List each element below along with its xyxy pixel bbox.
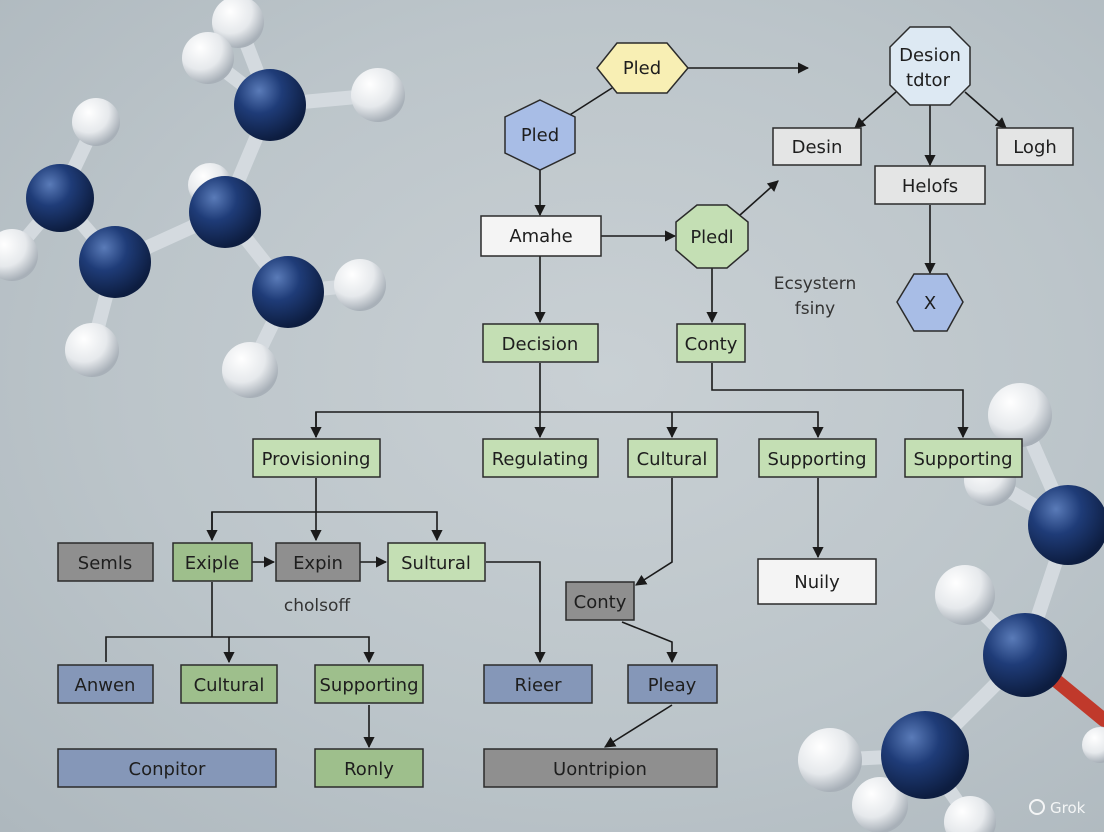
- node-provisioning: Provisioning: [252, 438, 381, 478]
- node-supporting-a: Supporting: [758, 438, 877, 478]
- node-uontripion-label: Uontripion: [553, 759, 647, 780]
- node-supporting-b: Supporting: [904, 438, 1023, 478]
- node-regulating: Regulating: [482, 438, 599, 478]
- node-x-label: X: [924, 293, 936, 314]
- node-pledl-label: Pledl: [690, 227, 733, 248]
- node-expin-label: Expin: [293, 553, 343, 574]
- node-conty-mid: Conty: [565, 581, 635, 621]
- node-conty-mid-label: Conty: [574, 592, 627, 613]
- ecosystem-text-line1: Ecsystern: [774, 274, 856, 294]
- node-nuily-label: Nuily: [794, 572, 840, 593]
- node-nuily: Nuily: [757, 558, 877, 605]
- cholsoff-text: cholsoff: [284, 596, 352, 616]
- node-conpitor: Conpitor: [57, 748, 277, 788]
- nodes: Pled Pled Amahe Pledl Desion tdtor Desin…: [57, 26, 1074, 788]
- node-cultural-low: Cultural: [180, 664, 278, 704]
- node-desion-label: Desion: [899, 45, 961, 66]
- node-tdtor-label: tdtor: [906, 70, 951, 91]
- grok-logo-icon: [1029, 799, 1045, 815]
- node-provisioning-label: Provisioning: [262, 449, 371, 470]
- node-semls-label: Semls: [78, 553, 132, 574]
- node-regulating-label: Regulating: [492, 449, 589, 470]
- node-amahe: Amahe: [480, 215, 602, 257]
- node-ronly-label: Ronly: [344, 759, 394, 780]
- node-semls: Semls: [57, 542, 154, 582]
- node-amahe-label: Amahe: [509, 226, 572, 247]
- node-decision-label: Decision: [502, 334, 579, 355]
- node-conpitor-label: Conpitor: [129, 759, 206, 780]
- node-supporting-a-label: Supporting: [768, 449, 867, 470]
- node-logh: Logh: [996, 127, 1074, 166]
- molecule-top-left: [0, 0, 405, 398]
- node-supporting-low-label: Supporting: [320, 675, 419, 696]
- node-desin-label: Desin: [792, 137, 843, 158]
- node-expin: Expin: [275, 542, 361, 582]
- molecule-bottom-right: [798, 383, 1104, 832]
- node-exiple-label: Exiple: [185, 553, 240, 574]
- node-conty-top: Conty: [676, 323, 746, 363]
- node-rieer: Rieer: [483, 664, 593, 704]
- node-anwen-label: Anwen: [75, 675, 136, 696]
- node-desin: Desin: [772, 127, 862, 166]
- node-rieer-label: Rieer: [514, 675, 562, 696]
- connectors: [105, 62, 1007, 749]
- node-logh-label: Logh: [1013, 137, 1057, 158]
- node-sultural-label: Sultural: [401, 553, 471, 574]
- node-pled-left: Pled: [504, 99, 576, 171]
- node-pled-left-label: Pled: [521, 125, 559, 146]
- node-pleay: Pleay: [627, 664, 718, 704]
- node-sultural: Sultural: [387, 542, 486, 582]
- node-desion-tdtor: Desion tdtor: [889, 26, 971, 106]
- node-cultural-mid: Cultural: [627, 438, 718, 478]
- node-supporting-b-label: Supporting: [914, 449, 1013, 470]
- node-x-hex: X: [896, 273, 964, 332]
- node-pleay-label: Pleay: [648, 675, 697, 696]
- node-helofs: Helofs: [874, 165, 986, 205]
- ecosystem-text-line2: fsiny: [795, 299, 835, 319]
- node-conty-top-label: Conty: [685, 334, 738, 355]
- node-exiple: Exiple: [172, 542, 253, 582]
- node-uontripion: Uontripion: [483, 748, 718, 788]
- node-helofs-label: Helofs: [902, 176, 958, 197]
- watermark-text: Grok: [1050, 799, 1086, 817]
- node-anwen: Anwen: [57, 664, 154, 704]
- node-supporting-low: Supporting: [314, 664, 424, 704]
- node-ronly: Ronly: [314, 748, 424, 788]
- node-pled-top-label: Pled: [623, 58, 661, 79]
- watermark: Grok: [1029, 799, 1086, 817]
- node-pledl: Pledl: [675, 204, 749, 269]
- node-decision: Decision: [482, 323, 599, 363]
- node-cultural-low-label: Cultural: [194, 675, 265, 696]
- node-pled-top: Pled: [596, 42, 689, 94]
- node-cultural-mid-label: Cultural: [637, 449, 708, 470]
